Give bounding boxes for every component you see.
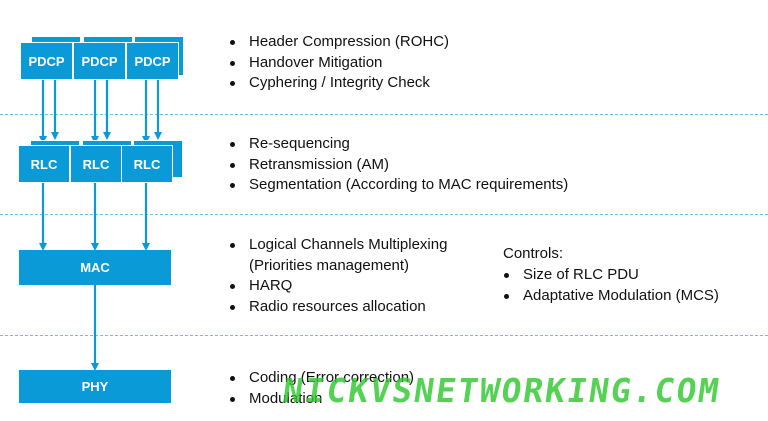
rlc-label-3: RLC <box>133 156 161 172</box>
mac-functions-list: Logical Channels Multiplexing (Prioritie… <box>226 235 447 317</box>
separator-mac-phy <box>0 335 768 336</box>
pdcp-function-item: Header Compression (ROHC) <box>226 32 449 53</box>
controls-title: Controls: <box>503 245 564 262</box>
mac-function-item: Logical Channels Multiplexing <box>226 235 447 256</box>
pdcp-function-item: Cyphering / Integrity Check <box>226 73 449 94</box>
rlc-function-item: Segmentation (According to MAC requireme… <box>226 175 568 196</box>
controls-item: Adaptative Modulation (MCS) <box>500 286 719 307</box>
pdcp-label-1: PDCP <box>28 53 65 69</box>
mac-box: MAC <box>19 250 171 285</box>
rlc-box-1: RLC <box>18 145 70 183</box>
mac-function-continuation: (Priorities management) <box>249 256 410 274</box>
pdcp-box-3: PDCP <box>126 42 179 80</box>
pdcp-function-item: Handover Mitigation <box>226 53 449 74</box>
phy-function-item: Modulation <box>226 389 414 410</box>
mac-function-item: Radio resources allocation <box>226 297 447 318</box>
rlc-function-item: Re-sequencing <box>226 134 568 155</box>
rlc-box-2: RLC <box>70 145 122 183</box>
rlc-box-3: RLC <box>121 145 173 183</box>
phy-box: PHY <box>19 370 171 403</box>
phy-functions-list: Coding (Error correction) Modulation <box>226 368 414 409</box>
separator-pdcp-rlc <box>0 114 768 115</box>
phy-function-item: Coding (Error correction) <box>226 368 414 389</box>
mac-label: MAC <box>80 260 110 275</box>
pdcp-functions-list: Header Compression (ROHC) Handover Mitig… <box>226 32 449 94</box>
mac-function-item: HARQ <box>226 276 447 297</box>
controls-list: Size of RLC PDU Adaptative Modulation (M… <box>500 265 719 306</box>
controls-item: Size of RLC PDU <box>500 265 719 286</box>
pdcp-label-2: PDCP <box>81 53 118 69</box>
pdcp-label-3: PDCP <box>134 53 171 69</box>
rlc-functions-list: Re-sequencing Retransmission (AM) Segmen… <box>226 134 568 196</box>
pdcp-box-1: PDCP <box>20 42 73 80</box>
watermark: NICKVSNETWORKING.COM <box>280 371 724 410</box>
rlc-label-1: RLC <box>30 156 58 172</box>
rlc-label-2: RLC <box>82 156 110 172</box>
phy-label: PHY <box>81 379 109 394</box>
pdcp-box-2: PDCP <box>73 42 126 80</box>
separator-rlc-mac <box>0 214 768 215</box>
rlc-function-item: Retransmission (AM) <box>226 155 568 176</box>
